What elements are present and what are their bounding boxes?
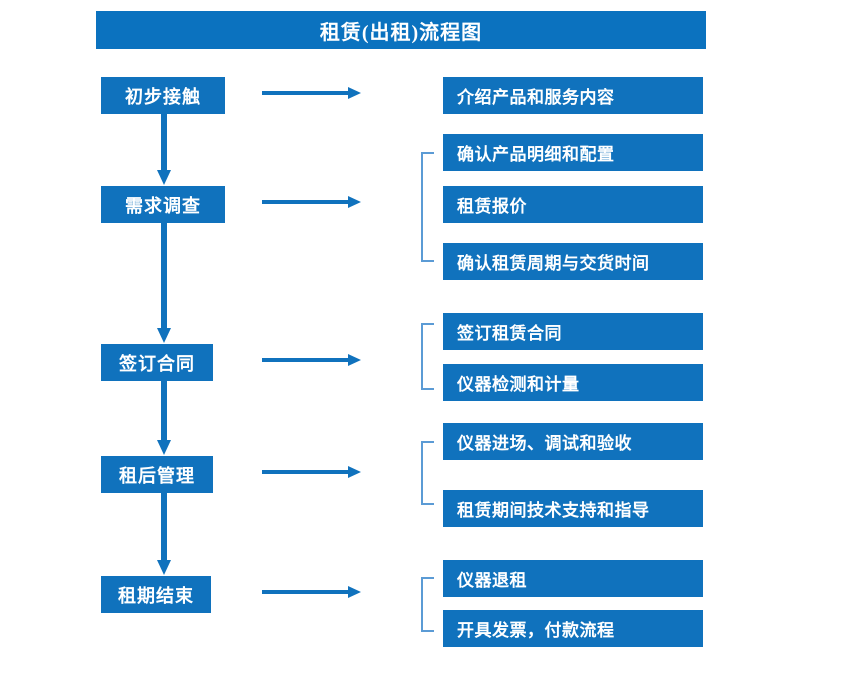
detail-box-confirm-product-details[interactable]: 确认产品明细和配置 <box>443 134 703 171</box>
stage-label: 租期结束 <box>118 585 194 606</box>
detail-label: 确认租赁周期与交货时间 <box>457 254 650 273</box>
stage-box-post-rental-management[interactable]: 租后管理 <box>101 456 213 493</box>
vertical-arrow-4 <box>157 493 171 575</box>
detail-box-technical-support[interactable]: 租赁期间技术支持和指导 <box>443 490 703 527</box>
horizontal-arrow-4 <box>262 466 361 478</box>
detail-label: 租赁报价 <box>457 197 527 216</box>
vertical-arrow-1 <box>157 114 171 185</box>
detail-label: 仪器进场、调试和验收 <box>457 434 632 453</box>
bracket-group-4 <box>421 441 434 505</box>
stage-box-demand-survey[interactable]: 需求调查 <box>101 186 225 223</box>
detail-label: 签订租赁合同 <box>457 324 562 343</box>
page-title: 租赁(出租)流程图 <box>96 11 706 49</box>
detail-box-invoice-payment[interactable]: 开具发票，付款流程 <box>443 610 703 647</box>
detail-box-rental-quotation[interactable]: 租赁报价 <box>443 186 703 223</box>
horizontal-arrow-5 <box>262 586 361 598</box>
detail-label: 开具发票，付款流程 <box>457 621 615 640</box>
detail-label: 介绍产品和服务内容 <box>457 88 615 107</box>
detail-box-confirm-rental-period[interactable]: 确认租赁周期与交货时间 <box>443 243 703 280</box>
stage-box-sign-contract[interactable]: 签订合同 <box>101 344 213 381</box>
horizontal-arrow-2 <box>262 196 361 208</box>
bracket-group-3 <box>421 323 434 390</box>
detail-label: 租赁期间技术支持和指导 <box>457 501 650 520</box>
stage-box-rental-end[interactable]: 租期结束 <box>101 576 211 613</box>
detail-box-introduce-products[interactable]: 介绍产品和服务内容 <box>443 77 703 114</box>
horizontal-arrow-1 <box>262 87 361 99</box>
detail-label: 仪器退租 <box>457 571 527 590</box>
stage-box-initial-contact[interactable]: 初步接触 <box>101 77 225 114</box>
stage-label: 签订合同 <box>119 353 195 374</box>
detail-box-instrument-return[interactable]: 仪器退租 <box>443 560 703 597</box>
detail-box-instrument-inspection[interactable]: 仪器检测和计量 <box>443 364 703 401</box>
stage-label: 初步接触 <box>125 86 201 107</box>
bracket-group-5 <box>421 577 434 632</box>
detail-box-sign-rental-contract[interactable]: 签订租赁合同 <box>443 313 703 350</box>
detail-label: 仪器检测和计量 <box>457 375 580 394</box>
horizontal-arrow-3 <box>262 354 361 366</box>
stage-label: 需求调查 <box>125 195 201 216</box>
bracket-group-2 <box>421 152 434 262</box>
vertical-arrow-3 <box>157 381 171 455</box>
detail-label: 确认产品明细和配置 <box>457 145 615 164</box>
vertical-arrow-2 <box>157 223 171 343</box>
stage-label: 租后管理 <box>119 465 195 486</box>
detail-box-instrument-entry-commissioning[interactable]: 仪器进场、调试和验收 <box>443 423 703 460</box>
